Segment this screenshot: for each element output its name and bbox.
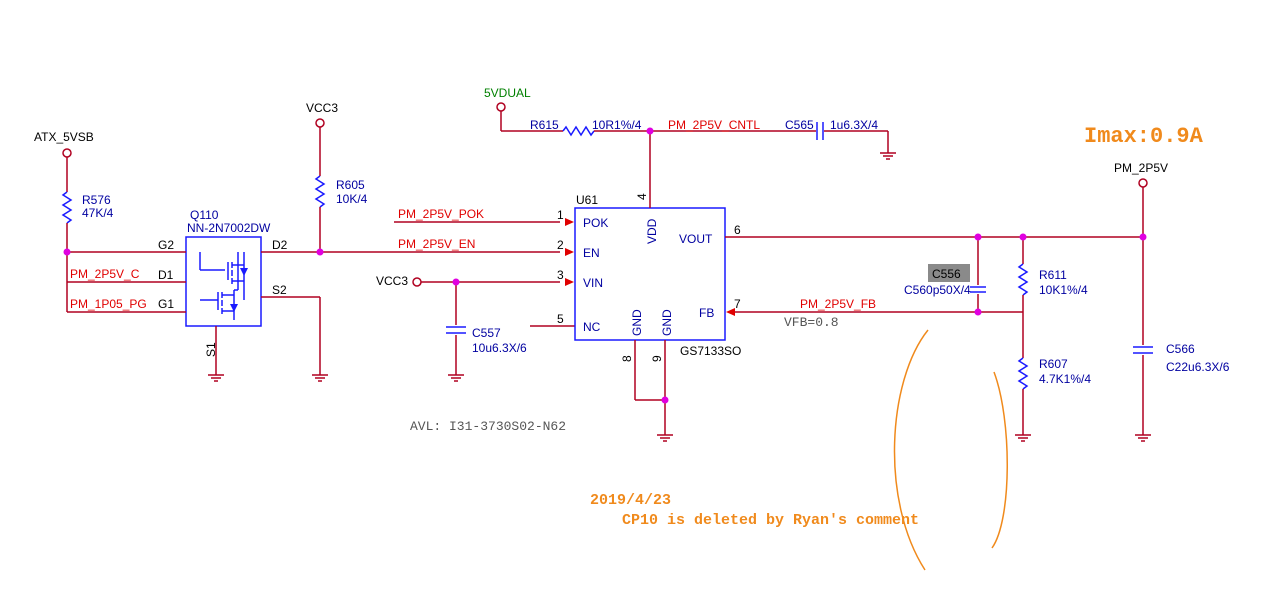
u61-pin-number-2: 2: [557, 238, 564, 252]
c565-ref: C565: [785, 118, 814, 132]
ground-icon: [208, 372, 224, 382]
q110-pin-s1: S1: [204, 342, 218, 357]
imax-note: Imax:0.9A: [1084, 124, 1204, 149]
u61-value: GS7133SO: [680, 344, 741, 358]
q110-ref: Q110: [190, 208, 219, 222]
r611-resistor-icon: [1017, 263, 1029, 296]
r615-ref: R615: [530, 118, 559, 132]
vcc3-left-label: VCC3: [376, 274, 408, 288]
u61-pin-vout: VOUT: [679, 232, 713, 246]
ground-icon: [880, 150, 896, 160]
pm-2p5v-c-label: PM_2P5V_C: [70, 267, 140, 281]
q110-value: NN-2N7002DW: [187, 221, 271, 235]
c566-capacitor-icon: [1133, 346, 1153, 354]
pm-2p5v-label: PM_2P5V: [1114, 161, 1168, 175]
r605-ref: R605: [336, 178, 365, 192]
r607-value: 4.7K1%/4: [1039, 372, 1091, 386]
q110-pin-g1: G1: [158, 297, 174, 311]
u61-pin-number-5: 5: [557, 312, 564, 326]
r611-ref: R611: [1039, 268, 1067, 282]
c556-highlight: [928, 264, 970, 282]
r607-ref: R607: [1039, 357, 1068, 371]
u61-pin-number-1: 1: [557, 208, 564, 222]
c556-ref: C556: [932, 267, 961, 281]
5vdual-port-icon: [496, 102, 506, 112]
atx-5vsb-rail: ATX_5VSB R576 47K/4: [34, 130, 114, 312]
r615-value: 10R1%/4: [592, 118, 642, 132]
r605-value: 10K/4: [336, 192, 368, 206]
c566-value: C22u6.3X/6: [1166, 360, 1230, 374]
u61-pin-vdd: VDD: [645, 218, 659, 244]
ground-icon: [448, 372, 464, 382]
c566-ref: C566: [1166, 342, 1195, 356]
u61-pin-nc: NC: [583, 320, 601, 334]
vfb-note: VFB=0.8: [784, 315, 839, 330]
revision-date: 2019/4/23: [590, 492, 671, 509]
u61-pin-number-4: 4: [635, 193, 649, 200]
vcc3-left-port-icon: [412, 277, 422, 287]
c557-ref: C557: [472, 326, 501, 340]
pm-2p5v-cntl-label: PM_2P5V_CNTL: [668, 118, 760, 132]
q110-body: [185, 236, 262, 327]
pm-2p5v-port-icon: [1138, 178, 1148, 188]
vcc3-top-label: VCC3: [306, 101, 338, 115]
r576-value: 47K/4: [82, 206, 114, 220]
u61-pin-fb: FB: [699, 306, 714, 320]
u61-pin-pok: POK: [583, 216, 608, 230]
u61-pin-number-9: 9: [650, 355, 664, 362]
u61-regulator: U61 GS7133SO POK EN VIN NC VOUT FB VDD G…: [557, 193, 741, 362]
revision-comment: CP10 is deleted by Ryan's comment: [622, 512, 919, 529]
atx-5vsb-port-icon: [62, 148, 72, 158]
u61-pin-vin: VIN: [583, 276, 603, 290]
ground-icon: [312, 372, 328, 382]
u61-pin-number-8: 8: [620, 355, 634, 362]
r576-ref: R576: [82, 193, 111, 207]
annotation-bracket-left: [893, 329, 929, 571]
c565-value: 1u6.3X/4: [830, 118, 878, 132]
r605-resistor-icon: [314, 175, 326, 208]
junction-dots: [63, 127, 1147, 404]
r576-resistor-icon: [61, 191, 73, 224]
u61-pin-gnd2: GND: [660, 309, 674, 336]
u61-pin-en: EN: [583, 246, 600, 260]
avl-note: AVL: I31-3730S02-N62: [410, 419, 566, 434]
u61-pin-gnd1: GND: [630, 309, 644, 336]
q110-pin-d1: D1: [158, 268, 174, 282]
pm-2p5v-fb-label: PM_2P5V_FB: [800, 297, 876, 311]
q110-pin-d2: D2: [272, 238, 288, 252]
u61-pin-number-7: 7: [734, 297, 741, 311]
q110-fet-icon: [199, 252, 245, 320]
atx-5vsb-label: ATX_5VSB: [34, 130, 94, 144]
ground-icon: [1135, 432, 1151, 442]
annotation-bracket-right: [991, 371, 1008, 549]
q110-pin-g2: G2: [158, 238, 174, 252]
r607-resistor-icon: [1017, 357, 1029, 390]
c565-capacitor-icon: [816, 122, 824, 140]
pm-2p5v-pok-label: PM_2P5V_POK: [398, 207, 484, 221]
pm-1p05-pg-label: PM_1P05_PG: [70, 297, 147, 311]
u61-pin-number-3: 3: [557, 268, 564, 282]
c557-capacitor-icon: [446, 326, 466, 334]
ground-icon: [1015, 432, 1031, 442]
c556-capacitor-icon: [970, 286, 986, 293]
r615-resistor-icon: [562, 125, 595, 137]
vcc3-port-icon: [315, 118, 325, 128]
u61-pin-number-6: 6: [734, 223, 741, 237]
5vdual-label: 5VDUAL: [484, 86, 531, 100]
c557-value: 10u6.3X/6: [472, 341, 527, 355]
ground-icon: [657, 432, 673, 442]
r611-value: 10K1%/4: [1039, 283, 1088, 297]
u61-ref: U61: [576, 193, 598, 207]
pm-2p5v-en-label: PM_2P5V_EN: [398, 237, 475, 251]
vcc3-top-rail: VCC3 R605 10K/4: [306, 101, 368, 252]
q110-pin-s2: S2: [272, 283, 287, 297]
c556-value: C560p50X/4: [904, 283, 971, 297]
